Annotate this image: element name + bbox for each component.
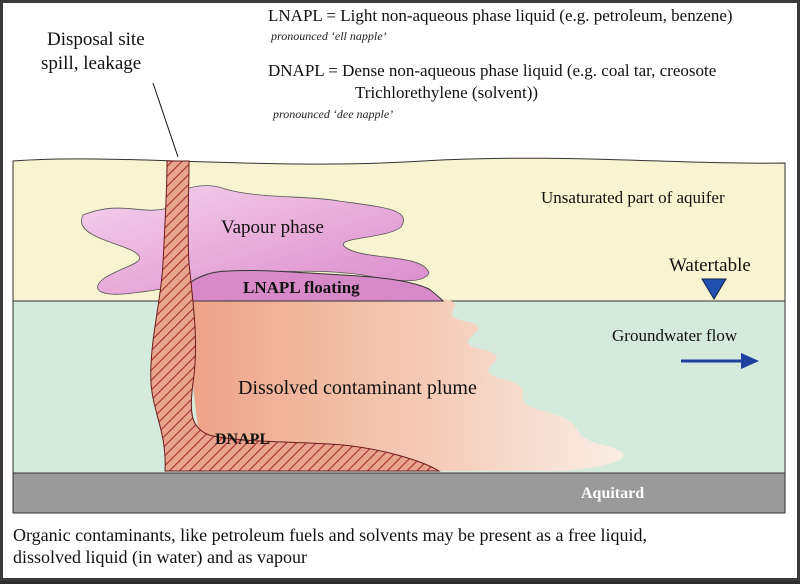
lnapl-floating-text: LNAPL floating: [243, 278, 360, 297]
dnapl-definition-line2: Trichlorethylene (solvent)): [355, 83, 539, 102]
unsaturated-zone-label: Unsaturated part of aquifer: [541, 188, 725, 207]
vapour-phase-label: Vapour phase: [221, 217, 324, 238]
lnapl-definition: LNAPL = Light non-aqueous phase liquid (…: [268, 6, 733, 25]
figure-caption: Organic contaminants, like petroleum fue…: [13, 524, 798, 568]
dnapl-definition-line1: DNAPL = Dense non-aqueous phase liquid (…: [268, 61, 717, 80]
dissolved-plume: [183, 299, 624, 471]
groundwater-flow-label: Groundwater flow: [612, 326, 738, 345]
source-label-line1: Disposal site: [47, 29, 145, 50]
groundwater-flow-arrow: [681, 353, 759, 369]
caption-line2: dissolved liquid (in water) and as vapou…: [13, 547, 307, 567]
plume-label: Dissolved contaminant plume: [238, 377, 477, 399]
lnapl-floating-label: LNAPL floating: [243, 278, 360, 298]
caption-line1: Organic contaminants, like petroleum fue…: [13, 525, 647, 545]
lnapl-lens: [180, 269, 445, 302]
aquitard-layer: [12, 472, 786, 514]
source-label-line2: spill, leakage: [41, 53, 142, 74]
aquitard-label: Aquitard: [581, 485, 645, 502]
watertable-triangle: [701, 278, 727, 300]
dnapl-pronunciation: pronounced ‘dee napple’: [273, 107, 394, 121]
dnapl-label: DNAPL: [215, 431, 271, 448]
lnapl-pronunciation: pronounced ‘ell napple’: [271, 29, 387, 43]
source-pointer-line: [152, 82, 179, 158]
aquifer-diagram: [12, 82, 786, 514]
watertable-label: Watertable: [669, 255, 751, 276]
dnapl-column: [150, 160, 441, 472]
